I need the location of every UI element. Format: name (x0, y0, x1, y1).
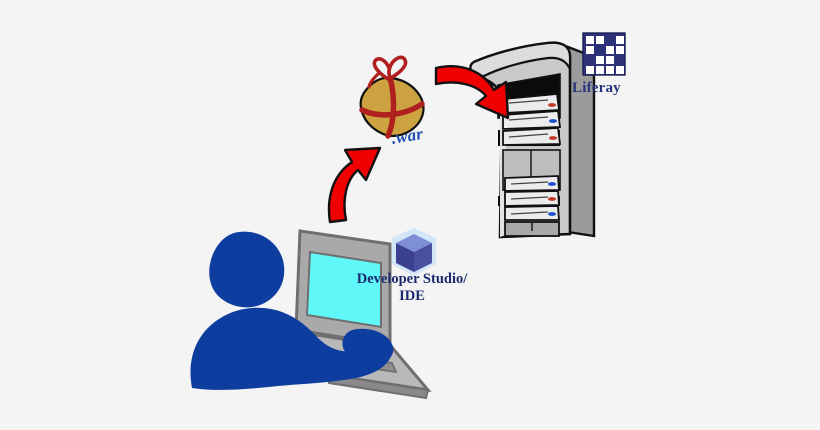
drive-led (548, 182, 556, 186)
server-label: Liferay (572, 80, 621, 96)
drive-bay-slot (510, 196, 549, 200)
ide-label: Developer Studio/ IDE (352, 271, 472, 305)
drive-led (548, 197, 556, 201)
drive-bay (504, 175, 560, 192)
server-tower-icon[interactable] (469, 41, 596, 239)
server-drive-bay-group-upper (502, 93, 562, 146)
drive-bay-slot (508, 133, 549, 138)
gift-ribbon-vertical (385, 75, 397, 139)
gift-ribbon-horizontal (359, 101, 425, 118)
drive-bay (504, 190, 560, 207)
ide-cube-badge[interactable] (392, 228, 436, 276)
drive-bay-slot (510, 211, 549, 215)
server-top-bezel (469, 41, 572, 78)
server-drive-bay-group-lower (504, 175, 560, 221)
arrow-build-to-war[interactable] (327, 146, 382, 224)
drive-led (549, 136, 557, 140)
gift-bow-tail (367, 72, 380, 89)
cube-side-face (414, 243, 432, 272)
drive-bay (502, 127, 562, 146)
arrow-war-to-server[interactable] (434, 65, 510, 120)
cube-front-face (396, 243, 414, 272)
gift-bow-loop-right (387, 55, 408, 80)
liferay-logo-tiles (586, 36, 624, 74)
developer-head (209, 231, 285, 308)
laptop-screen (305, 250, 382, 329)
drive-led (549, 119, 557, 123)
developer-torso-and-arm (190, 307, 392, 390)
drive-bay (502, 110, 562, 130)
drive-bay-slot (510, 181, 549, 185)
drive-led (548, 103, 556, 107)
drive-bay-slot (508, 116, 549, 121)
developer-hand (342, 328, 394, 365)
arrow-war-to-server-shape (434, 65, 510, 120)
liferay-logo[interactable] (582, 32, 626, 76)
arrow-build-to-war-shape (327, 146, 382, 224)
ide-label-line2: IDE (399, 288, 425, 304)
drive-led (548, 212, 556, 216)
gift-box-icon[interactable] (359, 55, 425, 139)
drive-bay-slot (508, 99, 549, 104)
developer-silhouette[interactable] (190, 231, 394, 390)
ide-label-line1: Developer Studio/ (356, 271, 468, 287)
